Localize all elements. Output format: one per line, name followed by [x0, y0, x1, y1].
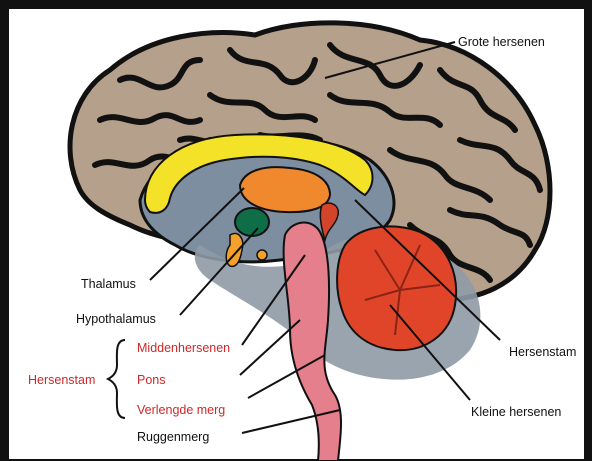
pituitary-dot [257, 250, 267, 260]
label-middenhersenen: Middenhersenen [137, 341, 230, 355]
label-ruggenmerg: Ruggenmerg [137, 430, 209, 444]
label-hypothalamus: Hypothalamus [76, 312, 156, 326]
label-kleine-hersenen: Kleine hersenen [471, 405, 561, 419]
thalamus [240, 167, 330, 212]
label-grote-hersenen: Grote hersenen [458, 35, 545, 49]
label-hersenstam: Hersenstam [509, 345, 576, 359]
label-thalamus: Thalamus [81, 277, 136, 291]
label-hersenstam-group: Hersenstam [28, 373, 95, 387]
hypothalamus [235, 208, 269, 236]
label-verlengde-merg: Verlengde merg [137, 403, 225, 417]
cerebellum [337, 226, 456, 350]
label-pons: Pons [137, 373, 166, 387]
